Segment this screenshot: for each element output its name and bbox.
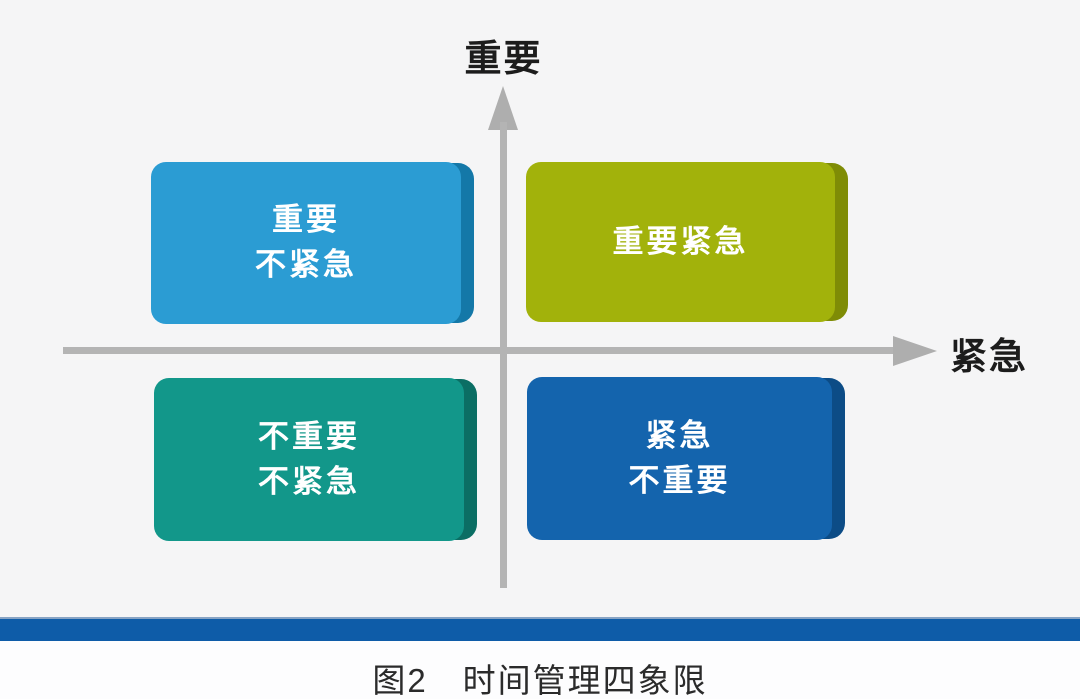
quadrant-label-line: 不紧急 <box>255 247 357 282</box>
x-axis-arrowhead-icon <box>893 336 937 366</box>
x-axis-label: 紧急 <box>950 336 1028 377</box>
quadrant-label-line: 不重要 <box>258 418 360 454</box>
quadrant-important-not-urgent: 重要 不紧急 <box>151 162 474 324</box>
quadrant-label-line: 重要紧急 <box>612 223 749 259</box>
figure-caption: 图2 时间管理四象限 <box>372 662 708 699</box>
quadrant-important-urgent: 重要紧急 <box>526 162 848 322</box>
y-axis-line <box>500 122 507 588</box>
divider-bar <box>0 617 1080 641</box>
quadrant-face: 紧急 不重要 <box>527 377 832 540</box>
quadrant-urgent-not-important: 紧急 不重要 <box>527 377 845 540</box>
quadrant-label-line: 不紧急 <box>258 463 360 499</box>
quadrant-face: 重要 不紧急 <box>151 162 461 324</box>
y-axis-label: 重要 <box>464 38 543 79</box>
x-axis-line <box>63 347 895 354</box>
quadrant-not-important-not-urgent: 不重要 不紧急 <box>154 378 477 541</box>
caption-area: 图2 时间管理四象限 <box>0 641 1080 699</box>
quadrant-face: 不重要 不紧急 <box>154 378 464 541</box>
quadrant-face: 重要紧急 <box>526 162 835 322</box>
quadrant-label-line: 紧急 <box>645 417 714 453</box>
quadrant-label-line: 重要 <box>272 202 340 238</box>
quadrant-label-line: 不重要 <box>628 462 731 498</box>
